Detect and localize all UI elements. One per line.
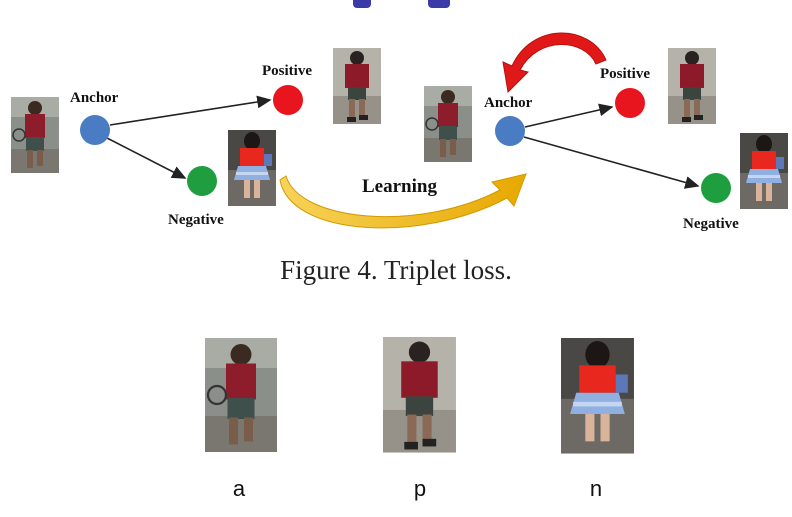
title-fragment-1: [353, 0, 371, 8]
sample-n-label: n: [589, 476, 603, 501]
left-anchor-node: [80, 115, 110, 145]
right-positive-photo: [668, 48, 716, 124]
figure-caption: Figure 4. Triplet loss.: [280, 255, 512, 285]
right-anchor-node: [495, 116, 525, 146]
left-negative-photo: [228, 130, 276, 206]
left-positive-label: Positive: [262, 63, 312, 79]
sample-n-photo: [561, 338, 634, 454]
sample-a-photo: [203, 336, 279, 454]
pull-closer-arrow-icon: [502, 32, 607, 94]
learning-label: Learning: [362, 176, 437, 197]
right-edge-anchor-negative: [523, 136, 700, 189]
left-positive-photo: [333, 48, 381, 124]
right-negative-node: [701, 173, 731, 203]
left-positive-node: [273, 85, 303, 115]
right-anchor-label: Anchor: [484, 95, 533, 111]
left-negative-node: [187, 166, 217, 196]
right-anchor-photo: [423, 85, 473, 163]
left-anchor-label: Anchor: [70, 90, 119, 106]
right-edge-anchor-positive: [524, 103, 614, 128]
right-negative-photo: [740, 133, 788, 209]
left-negative-label: Negative: [168, 212, 224, 228]
right-negative-label: Negative: [683, 216, 739, 232]
learning-arrow-icon: [279, 173, 527, 229]
left-edge-anchor-positive: [109, 95, 272, 126]
sample-p-label: p: [413, 476, 427, 501]
left-edge-anchor-negative: [106, 137, 187, 179]
title-fragment-2: [428, 0, 450, 8]
sample-p-photo: [383, 337, 456, 453]
sample-a-label: a: [232, 476, 246, 501]
right-positive-node: [615, 88, 645, 118]
right-positive-label: Positive: [600, 66, 650, 82]
left-anchor-photo: [10, 96, 60, 174]
